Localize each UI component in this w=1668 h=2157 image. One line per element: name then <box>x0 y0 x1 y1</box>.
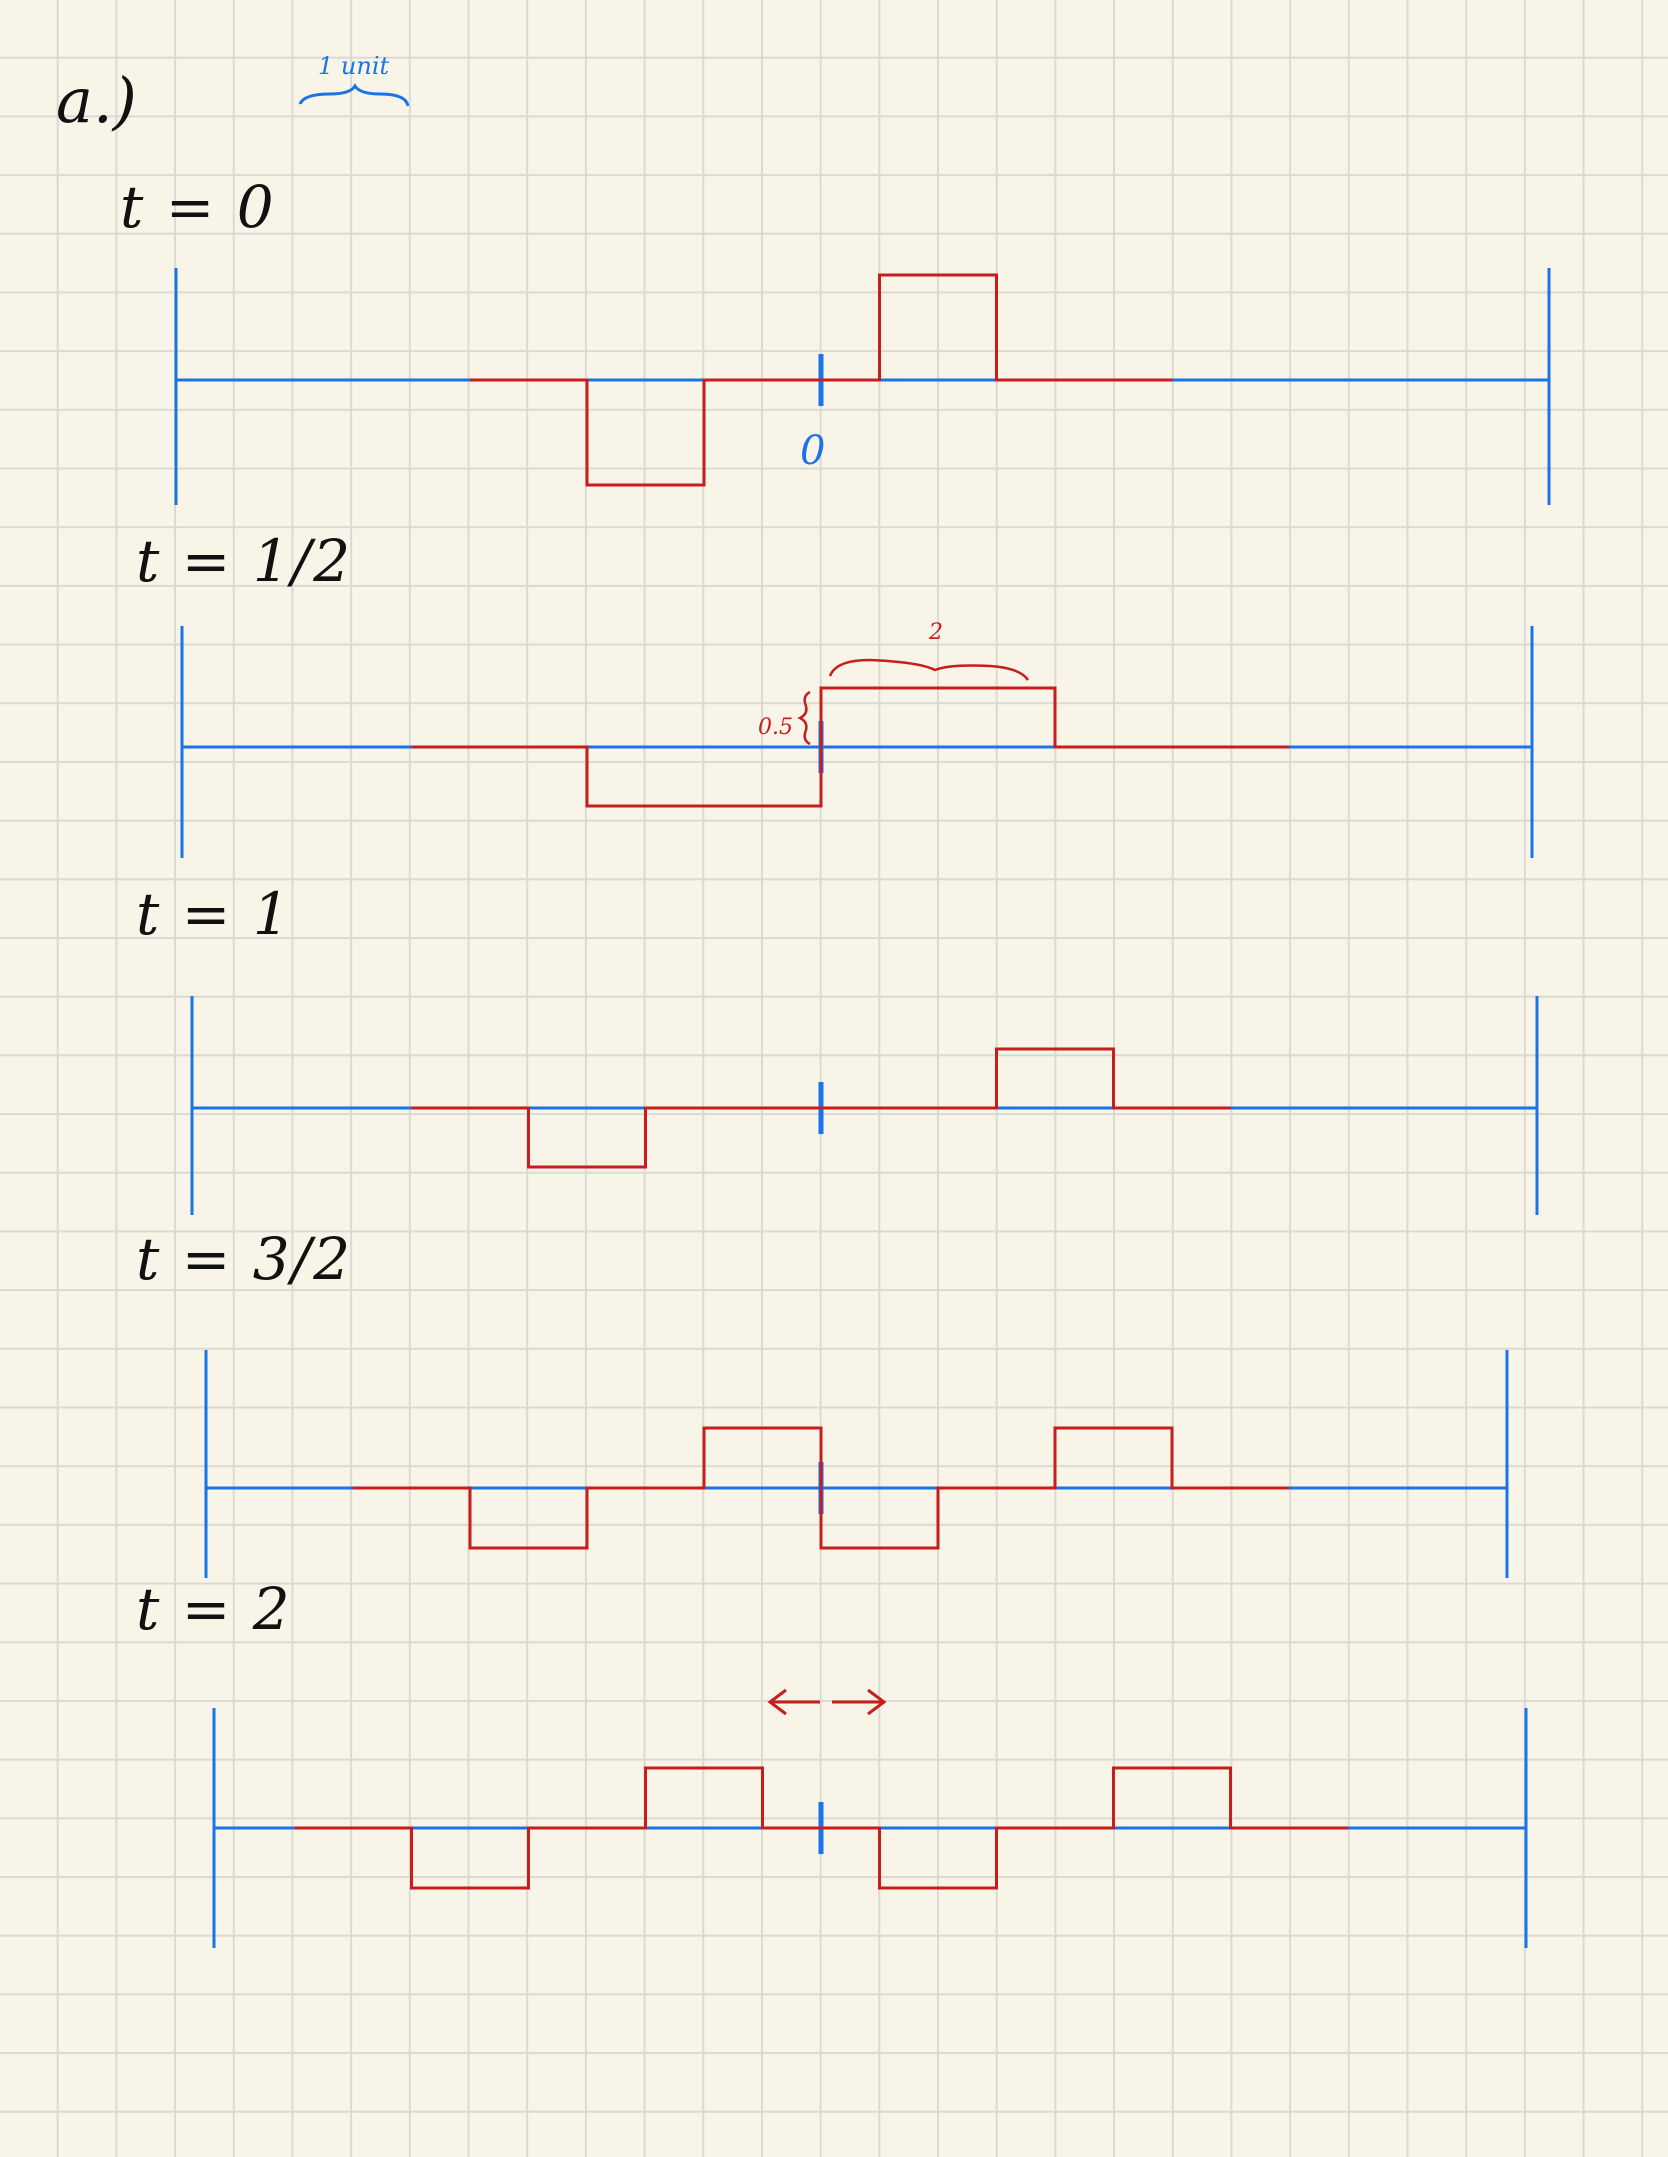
panel-4 <box>212 1708 1528 1948</box>
time-label-3: t = 3/2 <box>136 1225 353 1293</box>
origin-label: 0 <box>800 428 826 474</box>
wave-trace <box>353 1426 1289 1550</box>
panel-3 <box>204 1350 1509 1578</box>
height-annotation: 0.5 <box>758 715 793 740</box>
wave-trace <box>411 686 1289 808</box>
width-annotation: 2 <box>929 620 943 645</box>
width-brace <box>828 658 1030 681</box>
panel-2 <box>190 996 1539 1215</box>
time-label-2: t = 1 <box>136 880 292 948</box>
double-arrow <box>767 1688 887 1716</box>
part-label: a.) <box>56 64 137 137</box>
wave-trace <box>470 273 1172 487</box>
height-brace <box>797 690 811 746</box>
wave-trace <box>411 1047 1231 1169</box>
panel-0 <box>174 268 1551 505</box>
time-label-0: t = 0 <box>120 173 276 241</box>
time-label-1: t = 1/2 <box>136 527 353 595</box>
scale-label: 1 unit <box>318 52 390 80</box>
panel-1 <box>180 626 1534 858</box>
scale-brace <box>298 83 410 107</box>
time-label-4: t = 2 <box>136 1575 292 1643</box>
wave-trace <box>294 1766 1348 1890</box>
